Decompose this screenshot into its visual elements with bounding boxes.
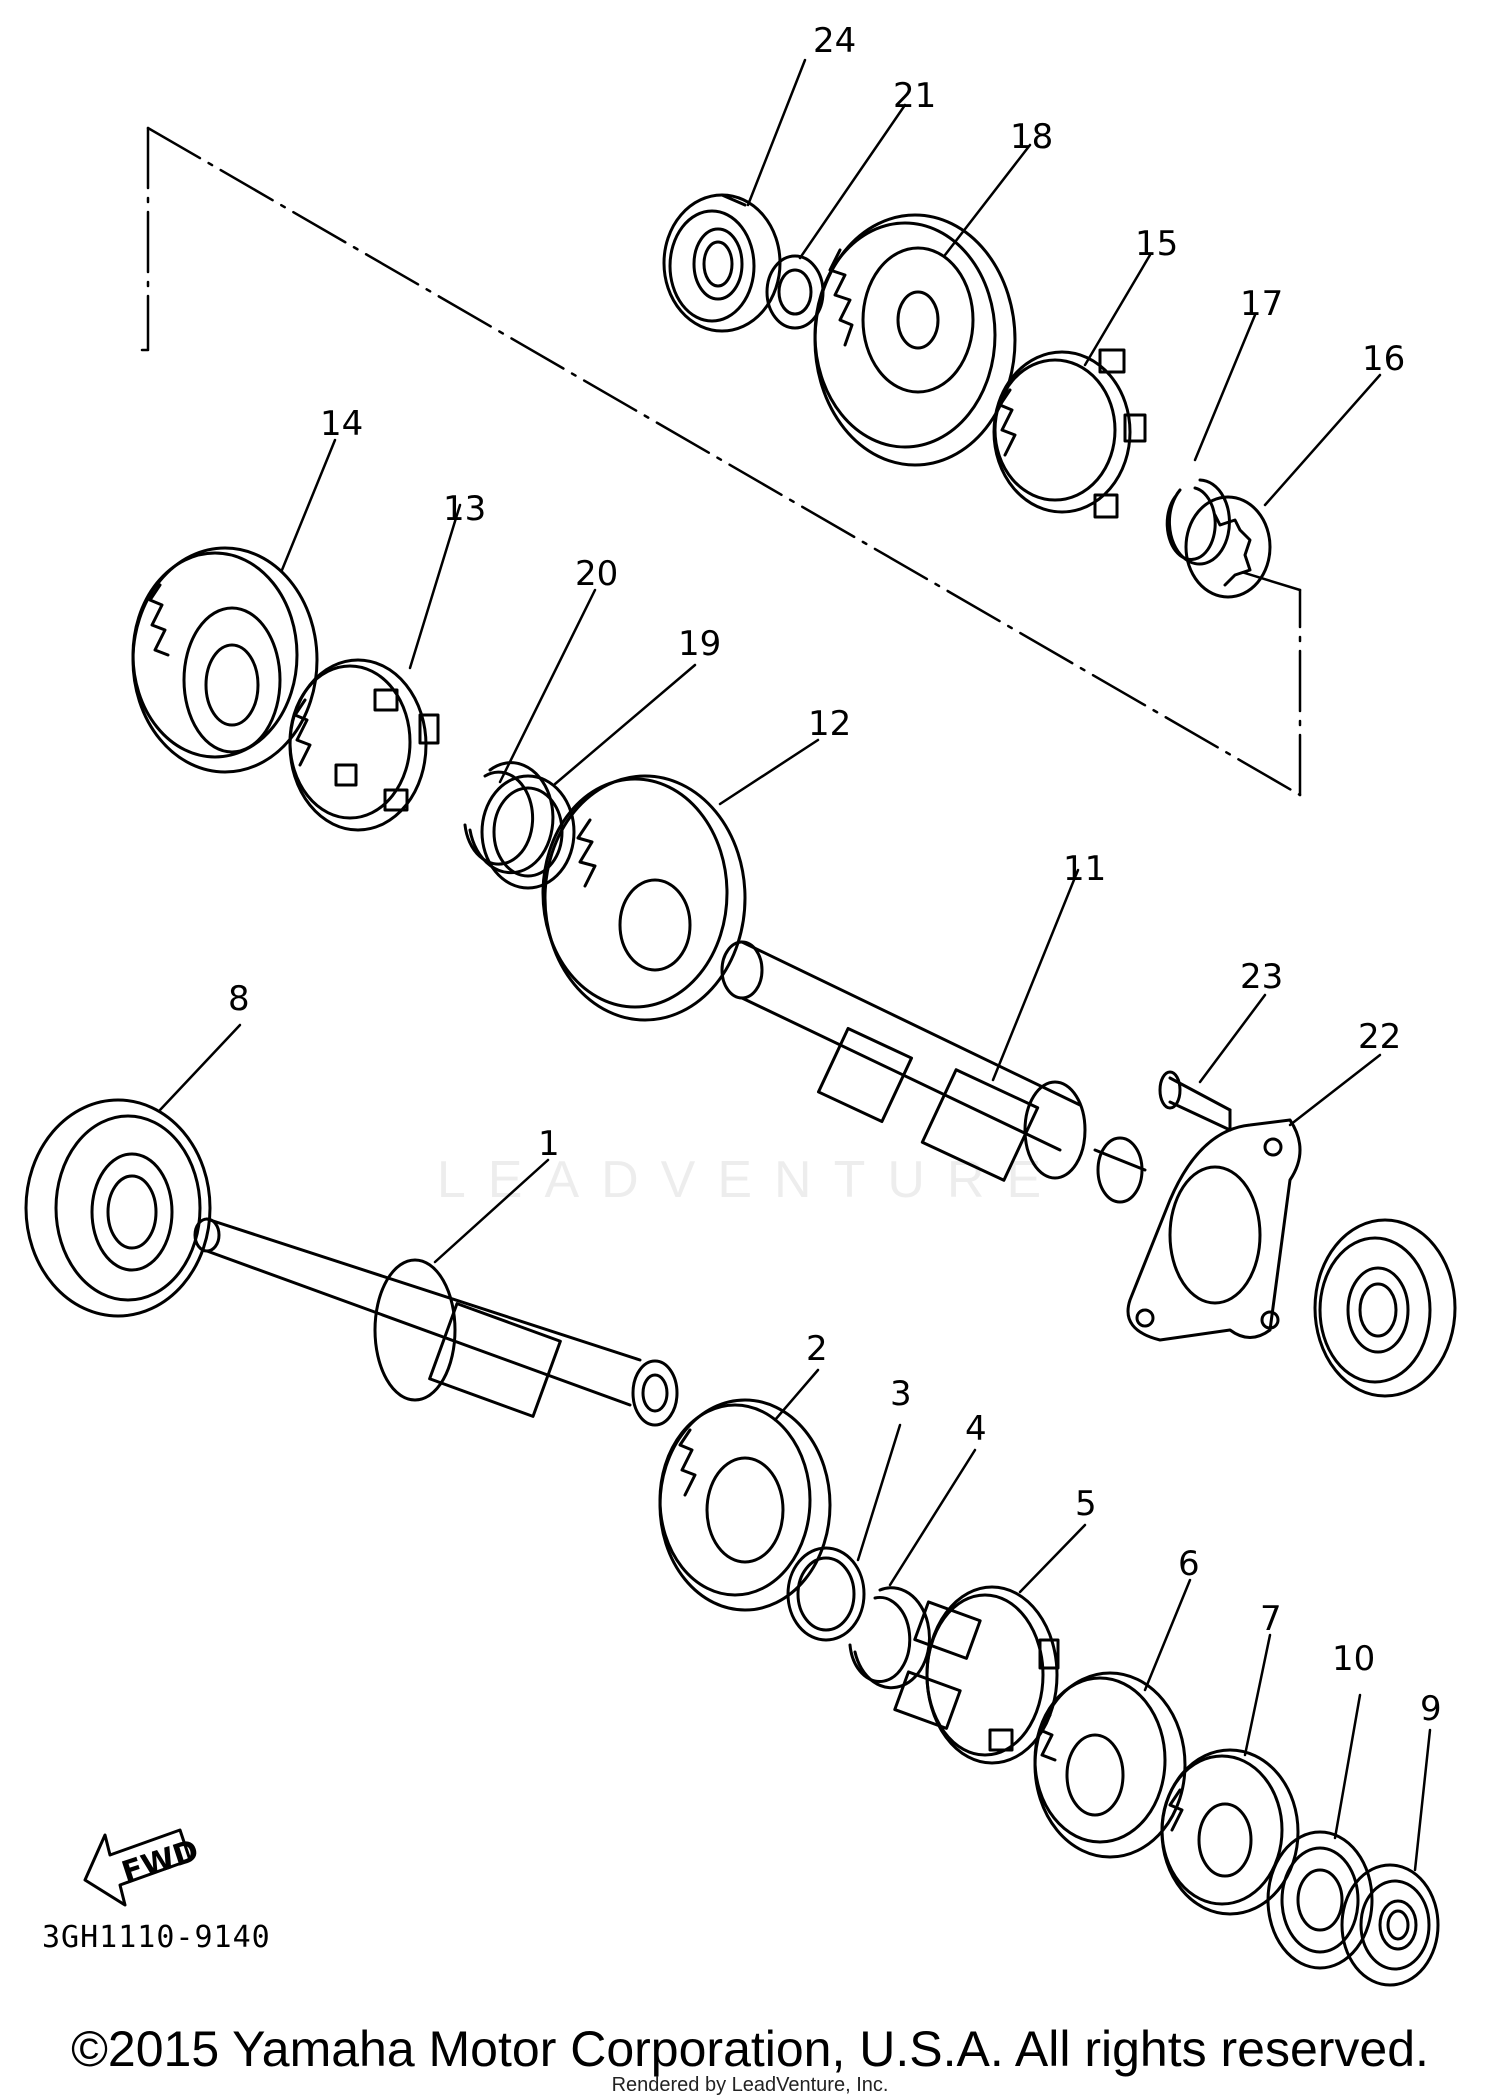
part-15-gear — [992, 348, 1147, 519]
rendered-by-notice: Rendered by LeadVenture, Inc. — [611, 2074, 889, 2096]
part-22-retainer — [1126, 1118, 1302, 1342]
callout-4: 4 — [965, 1409, 987, 1449]
callout-14: 14 — [320, 404, 363, 444]
part-3-washer — [786, 1546, 866, 1642]
callout-2: 2 — [806, 1329, 828, 1369]
leader-lines — [158, 58, 1432, 1872]
callout-11: 11 — [1063, 849, 1106, 889]
document-code: 3GH1110-9140 — [42, 1920, 271, 1955]
callout-23: 23 — [1240, 957, 1283, 997]
part-20-circlip — [463, 761, 555, 875]
callout-8: 8 — [228, 979, 250, 1019]
bearing-right — [1313, 1218, 1457, 1398]
callout-19: 19 — [678, 624, 721, 664]
part-10-collar — [1266, 1830, 1374, 1970]
callout-21: 21 — [893, 76, 936, 116]
copyright-notice: ©2015 Yamaha Motor Corporation, U.S.A. A… — [71, 2021, 1429, 2077]
part-2-gear — [658, 1398, 832, 1612]
callout-17: 17 — [1240, 284, 1283, 324]
part-24-bearing — [662, 193, 782, 333]
part-4-circlip — [848, 1586, 931, 1690]
leadventure-watermark: LEADVENTURE — [436, 1151, 1064, 1209]
callout-20: 20 — [575, 554, 618, 594]
callout-6: 6 — [1178, 1544, 1200, 1584]
part-11-drive-axle — [720, 940, 1147, 1204]
callout-12: 12 — [808, 704, 851, 744]
callout-10: 10 — [1332, 1639, 1375, 1679]
part-14-gear — [131, 546, 319, 774]
part-1-main-axle — [193, 1217, 679, 1427]
callout-3: 3 — [890, 1374, 912, 1414]
callout-16: 16 — [1362, 339, 1405, 379]
part-9-bearing — [1340, 1863, 1440, 1987]
part-12-gear — [541, 774, 747, 1022]
part-5-gear — [893, 1585, 1060, 1765]
callout-13: 13 — [443, 489, 486, 529]
callout-15: 15 — [1135, 224, 1178, 264]
part-17-circlip — [1165, 478, 1231, 566]
part-8-bearing — [24, 1098, 212, 1318]
callout-24: 24 — [813, 21, 856, 61]
callout-labels: 24 21 18 15 17 16 14 13 20 19 12 11 23 2… — [228, 21, 1442, 1729]
assembly-bracket-line — [138, 126, 1302, 797]
part-6-gear — [1033, 1671, 1187, 1859]
callout-22: 22 — [1358, 1017, 1401, 1057]
callout-1: 1 — [538, 1124, 560, 1164]
part-13-gear — [288, 658, 440, 832]
callout-9: 9 — [1420, 1689, 1442, 1729]
part-16-lock-washer — [1184, 495, 1272, 599]
callout-5: 5 — [1075, 1484, 1097, 1524]
part-23-screw — [1158, 1070, 1232, 1132]
part-18-gear — [813, 213, 1017, 467]
part-7-gear — [1160, 1748, 1300, 1916]
callout-7: 7 — [1260, 1599, 1282, 1639]
fwd-arrow-icon: FWD — [83, 1828, 203, 1907]
callout-18: 18 — [1010, 117, 1053, 157]
